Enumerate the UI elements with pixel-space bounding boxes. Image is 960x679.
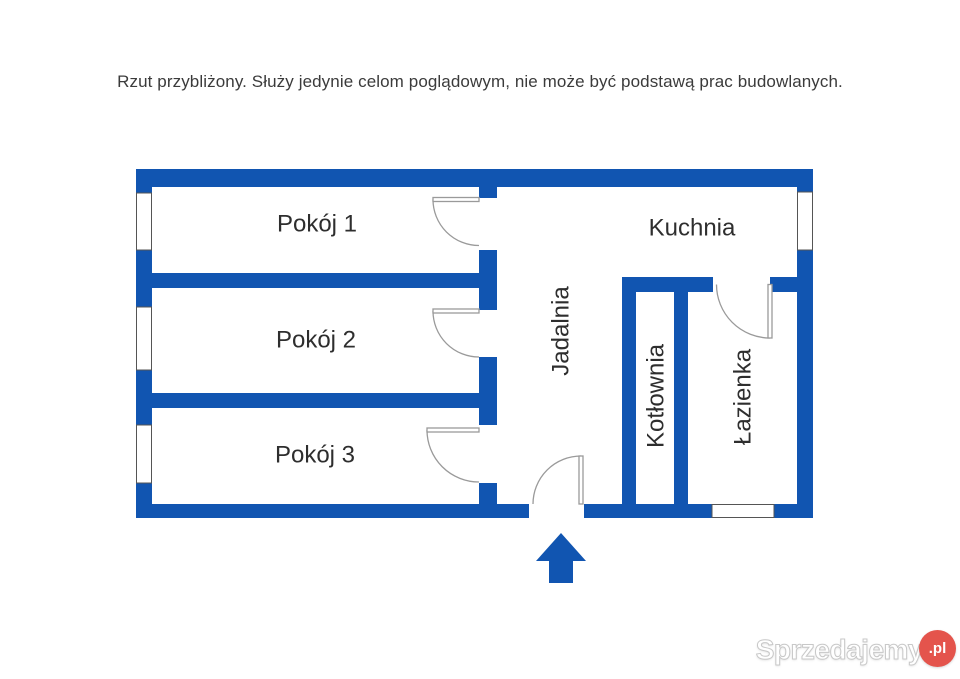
opening-pokoj1	[478, 198, 498, 250]
door-leaf-pokoj3	[426, 427, 480, 433]
room-label-lazienka: Łazienka	[730, 348, 757, 445]
doors	[426, 196, 773, 505]
wall-bottom	[136, 504, 813, 518]
window-kuchnia	[797, 191, 813, 251]
wall-kotlownia-left	[622, 292, 636, 504]
door-leaf-pokoj2	[432, 308, 480, 314]
room-label-pokoj1: Pokój 1	[277, 211, 357, 238]
door-arc-pokoj3	[426, 429, 480, 483]
door-leaf-entrance	[578, 455, 584, 505]
window-pokoj3	[136, 424, 152, 484]
door-leaf-lazienka	[767, 283, 773, 339]
wall-kotlownia-right	[674, 292, 688, 504]
watermark-brand: Sprzedajemy	[755, 634, 924, 666]
opening-pokoj3	[478, 425, 498, 483]
room-label-jadalnia: Jadalnia	[548, 286, 575, 376]
windows	[136, 191, 813, 518]
watermark-pl-badge: .pl	[919, 630, 956, 667]
window-pokoj2	[136, 306, 152, 371]
opening-pokoj2	[478, 310, 498, 357]
room-label-pokoj2: Pokój 2	[276, 327, 356, 354]
disclaimer-text: Rzut przybliżony. Służy jedynie celom po…	[117, 72, 843, 91]
room-label-kuchnia: Kuchnia	[649, 215, 736, 242]
window-pokoj1	[136, 192, 152, 251]
entrance-arrow-icon	[536, 533, 586, 583]
wall-top	[136, 169, 813, 187]
wall-kuchnia-bottom-left	[622, 277, 713, 292]
window-lazienka	[711, 504, 775, 518]
opening-lazienka	[713, 276, 770, 293]
door-arc-pokoj2	[432, 310, 480, 358]
door-openings	[478, 198, 770, 520]
wall-right	[797, 169, 813, 518]
room-label-kotlownia: Kotłownia	[643, 343, 670, 448]
watermark: Sprzedajemy .pl	[755, 630, 956, 667]
door-arc-lazienka	[715, 284, 771, 339]
wall-kuchnia-bottom-right	[770, 277, 797, 292]
door-arc-entrance	[532, 455, 582, 505]
door-leaf-pokoj1	[432, 196, 480, 203]
room-labels: Pokój 1 Pokój 2 Pokój 3 Kuchnia Jadalnia…	[275, 211, 757, 469]
wall-pokoj2-pokoj3	[152, 393, 479, 408]
opening-entrance	[529, 503, 584, 520]
door-arc-pokoj1	[432, 199, 480, 247]
wall-pokoj1-pokoj2	[152, 273, 479, 288]
room-label-pokoj3: Pokój 3	[275, 442, 355, 469]
